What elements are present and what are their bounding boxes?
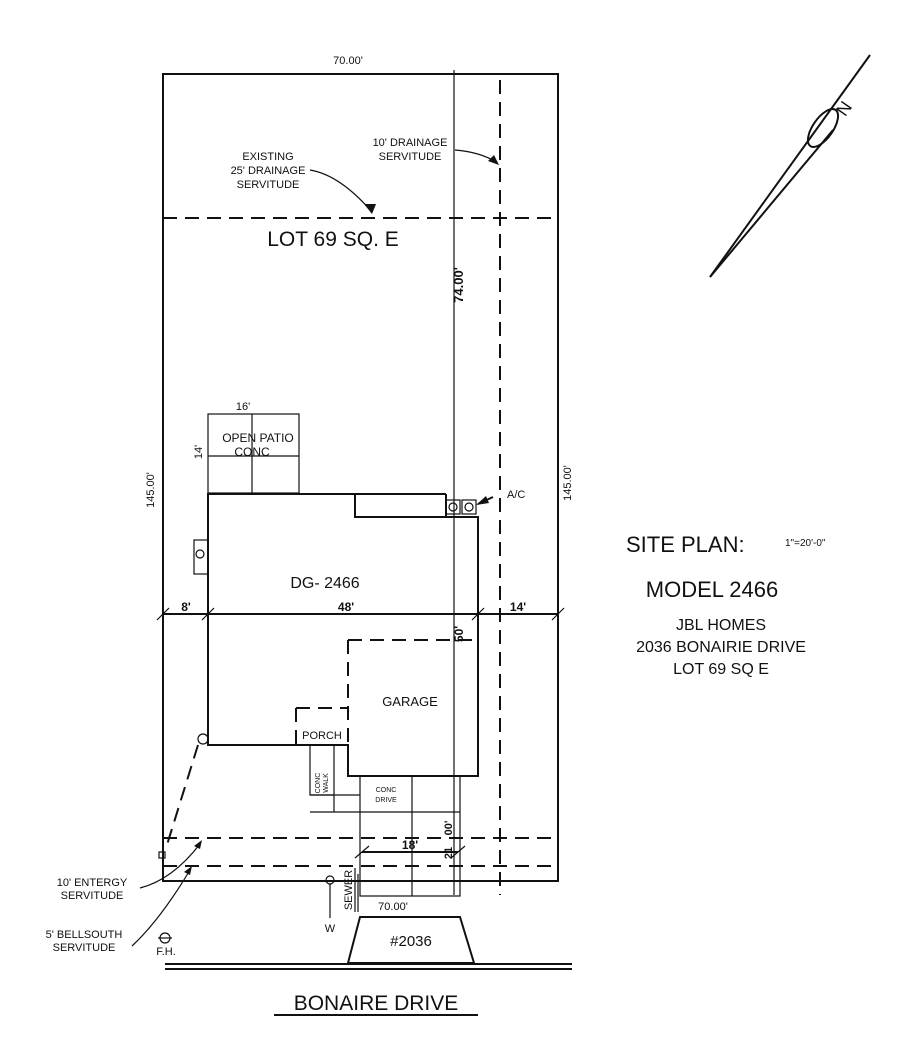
bellsouth-label-2: SERVITUDE <box>53 942 116 954</box>
garage-label: GARAGE <box>382 694 438 709</box>
side-bump <box>193 539 209 575</box>
ac-label: A/C <box>507 489 525 501</box>
conc-drive <box>359 775 461 897</box>
lot-boundary <box>162 73 559 882</box>
house-label: DG- 2466 <box>290 575 359 592</box>
ac-unit-2 <box>461 499 477 515</box>
drive-dim-tick-left <box>354 845 370 859</box>
side-servitude-label: 10' DRAINAGE SERVITUDE <box>373 137 448 163</box>
side-servitude-arrowhead <box>488 155 499 165</box>
lot-depth-right: 145.00' <box>562 465 574 501</box>
north-arrow-icon <box>709 54 871 278</box>
lot-name: LOT 69 SQ. E <box>267 228 399 251</box>
walk-label-1: CONC <box>315 773 322 794</box>
drive-dim-b: 00' <box>443 820 455 835</box>
site-plan-title: SITE PLAN: <box>626 532 745 557</box>
drive-dim-a: 21 <box>443 847 455 859</box>
sewer-cleanout-icon <box>354 868 359 912</box>
ac-fan-1 <box>448 502 458 512</box>
house-outline <box>207 493 479 777</box>
rear-servitude-line-3: SERVITUDE <box>237 179 300 191</box>
patio-label-2: CONC <box>234 445 270 459</box>
meter-circle <box>197 733 209 745</box>
bellsouth-leader-head <box>184 866 192 875</box>
side-servitude-line-1: 10' DRAINAGE <box>373 137 448 149</box>
rear-servitude-line-1: EXISTING <box>242 151 293 163</box>
tick-left <box>156 607 170 621</box>
ac-unit-1 <box>445 499 461 515</box>
builder-name: JBL HOMES <box>676 617 766 634</box>
lot-designation: LOT 69 SQ E <box>673 661 769 678</box>
service-box <box>158 851 166 859</box>
bellsouth-label-1: 5' BELLSOUTH <box>46 929 123 941</box>
patio-width: 16' <box>236 401 250 413</box>
water-meter-icon <box>325 875 335 918</box>
house-width-dim: 48' <box>338 600 354 614</box>
ac-pointer-head <box>476 496 489 505</box>
rear-servitude-line-2: 25' DRAINAGE <box>231 165 306 177</box>
side-bump-fixture <box>195 549 205 559</box>
fire-hydrant-icon <box>158 932 172 944</box>
sewer-label: SEWER <box>343 870 355 910</box>
water-label: W <box>325 923 336 935</box>
walk-label-2: WALK <box>323 773 330 793</box>
patio-label-1: OPEN PATIO <box>222 431 294 445</box>
drive-width-dim: 18' <box>402 838 418 852</box>
north-label: N <box>832 97 856 119</box>
model-title: MODEL 2466 <box>646 577 778 602</box>
rear-setback-dim: 74.00' <box>451 267 466 303</box>
entergy-label-2: SERVITUDE <box>61 890 124 902</box>
street-name: BONAIRE DRIVE <box>294 992 459 1015</box>
lot-depth-left: 145.00' <box>145 472 157 508</box>
property-address: 2036 BONAIRIE DRIVE <box>636 639 806 656</box>
lot-width-top: 70.00' <box>333 55 363 67</box>
service-line-dashed <box>165 744 199 849</box>
left-setback-dim: 8' <box>181 600 191 614</box>
side-servitude-line-2: SERVITUDE <box>379 151 442 163</box>
tick-house-left <box>201 607 215 621</box>
rear-servitude-label: EXISTING 25' DRAINAGE SERVITUDE <box>231 151 306 191</box>
tick-house-right <box>471 607 485 621</box>
lot-width-bottom: 70.00' <box>378 901 408 913</box>
tick-right <box>551 607 565 621</box>
fire-hydrant-label: F.H. <box>156 946 176 958</box>
conc-walk <box>309 744 335 796</box>
entergy-leader-head <box>194 840 202 849</box>
front-setback-dim: 50' <box>452 626 466 642</box>
rear-servitude-arrow <box>309 169 373 213</box>
address-number: #2036 <box>390 933 432 950</box>
drive-label-1: CONC <box>376 787 397 794</box>
bellsouth-leader <box>131 869 191 947</box>
patio-depth: 14' <box>193 445 205 459</box>
site-plan-scale: 1"=20'-0" <box>785 538 826 549</box>
drive-dim-tick-right <box>450 845 466 859</box>
drive-label-2: DRIVE <box>375 797 397 804</box>
rear-servitude-arrowhead <box>364 204 376 214</box>
entergy-label-1: 10' ENTERGY <box>57 877 128 889</box>
porch-label: PORCH <box>302 730 342 742</box>
entergy-leader <box>139 843 201 889</box>
ac-fan-2 <box>464 502 474 512</box>
right-setback-dim: 14' <box>510 600 526 614</box>
